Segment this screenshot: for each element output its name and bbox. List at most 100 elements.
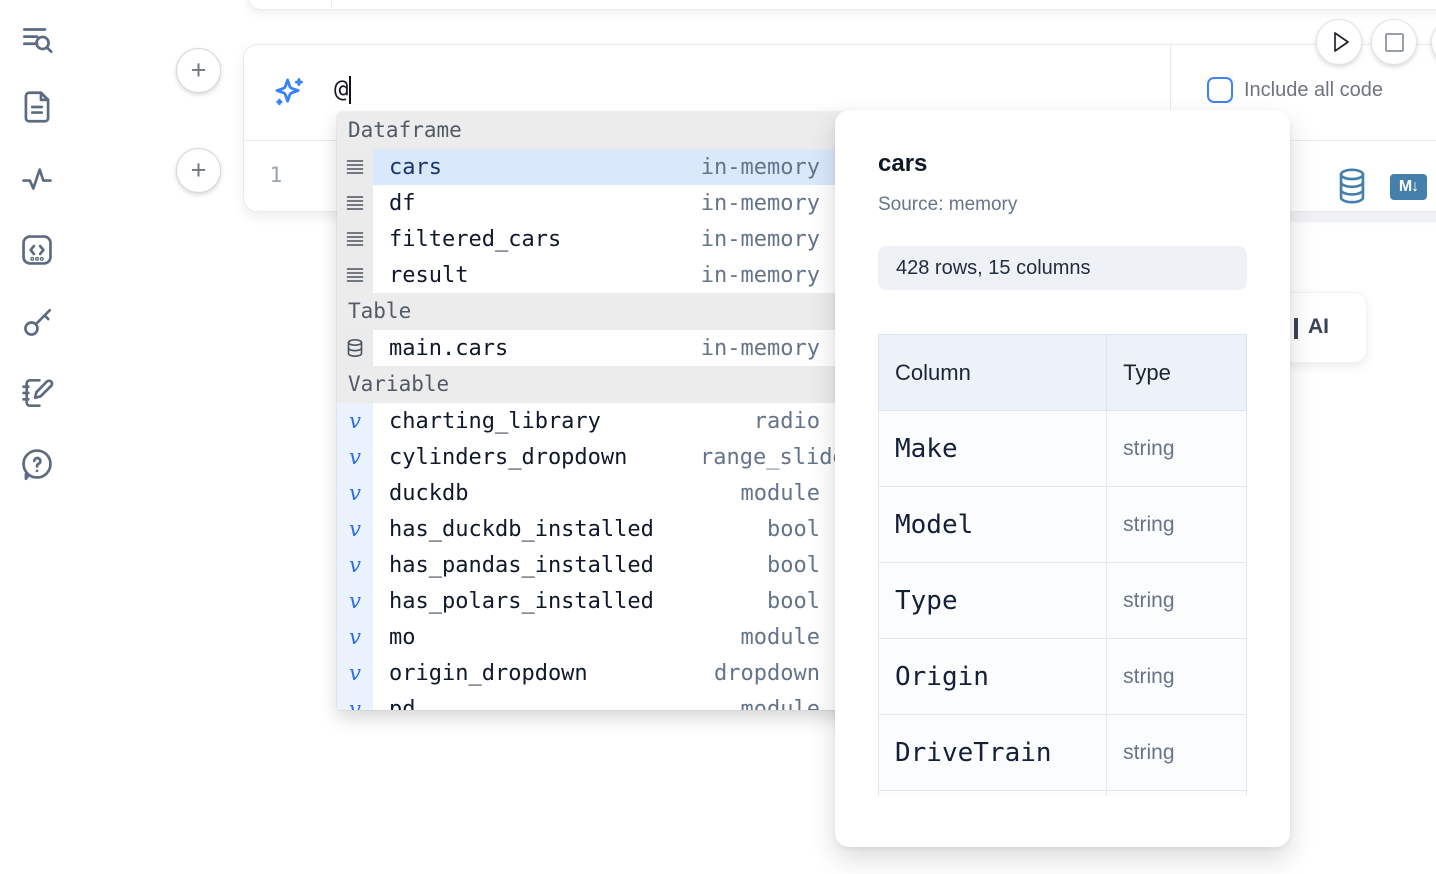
database-icon xyxy=(337,330,373,366)
item-type: module xyxy=(740,480,820,506)
item-name: charting_library xyxy=(389,408,601,434)
autocomplete-item-body: mo module xyxy=(373,619,860,655)
add-cell-above-button[interactable]: + xyxy=(176,48,221,93)
column-type-cell xyxy=(1106,790,1247,796)
variable-v-icon: v xyxy=(337,547,373,583)
sparkles-icon xyxy=(272,75,306,109)
code-box-icon[interactable] xyxy=(18,231,56,269)
item-name: filtered_cars xyxy=(389,226,562,252)
chat-question-icon[interactable] xyxy=(18,445,56,483)
item-name: cylinders_dropdown xyxy=(389,444,628,470)
run-cell-button[interactable] xyxy=(1316,19,1362,65)
divider xyxy=(331,0,332,8)
autocomplete-item-origin_dropdown[interactable]: v origin_dropdown dropdown xyxy=(337,655,860,691)
item-type: in-memory xyxy=(700,226,820,252)
file-document-icon[interactable] xyxy=(18,88,56,126)
autocomplete-item-body: duckdb module xyxy=(373,475,860,511)
autocomplete-section-header: Table xyxy=(337,293,860,330)
item-name: duckdb xyxy=(389,480,469,506)
autocomplete-item-cars[interactable]: cars in-memory xyxy=(337,149,860,185)
item-name: mo xyxy=(389,624,416,650)
ai-button-label: AI xyxy=(1308,315,1329,338)
item-type: in-memory xyxy=(700,190,820,216)
column-type-cell: string xyxy=(1106,638,1247,715)
previous-cell xyxy=(247,0,1436,10)
include-all-code-checkbox[interactable] xyxy=(1207,77,1233,103)
dataframe-rows-icon xyxy=(337,149,373,185)
column-name-cell: Type xyxy=(878,562,1108,639)
code-editor[interactable]: 1 M↓ xyxy=(244,141,1436,212)
notebook-edit-icon[interactable] xyxy=(18,374,56,412)
item-name: cars xyxy=(389,154,442,180)
variable-v-icon: v xyxy=(337,583,373,619)
dataframe-preview-popup: cars Source: memory 428 rows, 15 columns… xyxy=(835,110,1290,847)
item-type: dropdown xyxy=(714,660,820,686)
item-type: in-memory xyxy=(700,262,820,288)
column-type-cell: string xyxy=(1106,410,1247,487)
prompt-value: @ xyxy=(334,75,349,103)
autocomplete-item-body: cylinders_dropdown range_slider xyxy=(373,439,860,475)
helper-sidebar xyxy=(0,0,72,874)
preview-title: cars xyxy=(878,150,928,177)
ai-prompt-input[interactable]: @ xyxy=(334,75,352,104)
autocomplete-item-body: has_duckdb_installed bool xyxy=(373,511,860,547)
variable-v-icon: v xyxy=(337,475,373,511)
preview-table-header-column: Column xyxy=(878,334,1108,411)
column-name-cell: Origin xyxy=(878,638,1108,715)
column-name-cell: DriveTrain xyxy=(878,714,1108,791)
item-type: range_slider xyxy=(700,444,859,470)
variable-v-icon: v xyxy=(337,403,373,439)
key-icon[interactable] xyxy=(18,304,56,342)
item-name: origin_dropdown xyxy=(389,660,588,686)
item-type: bool xyxy=(767,516,820,542)
markdown-convert-icon[interactable]: M↓ xyxy=(1390,174,1427,200)
autocomplete-section-header: Variable xyxy=(337,366,860,403)
activity-pulse-icon[interactable] xyxy=(18,160,56,198)
column-type-cell: string xyxy=(1106,562,1247,639)
divider xyxy=(1170,45,1171,140)
database-icon[interactable] xyxy=(1337,167,1367,205)
item-type: in-memory xyxy=(700,154,820,180)
preview-shape-badge: 428 rows, 15 columns xyxy=(878,246,1247,290)
item-name: has_duckdb_installed xyxy=(389,516,654,542)
autocomplete-section-header: Dataframe xyxy=(337,112,860,149)
variable-v-icon: v xyxy=(337,619,373,655)
autocomplete-item-body: cars in-memory xyxy=(373,149,860,185)
item-type: bool xyxy=(767,552,820,578)
column-type-cell: string xyxy=(1106,714,1247,791)
add-cell-below-button[interactable]: + xyxy=(176,148,221,193)
text-cursor xyxy=(349,76,352,104)
variable-v-icon: v xyxy=(337,655,373,691)
item-type: module xyxy=(740,624,820,650)
stop-button[interactable] xyxy=(1371,19,1417,65)
list-search-icon[interactable] xyxy=(18,20,56,58)
dataframe-rows-icon xyxy=(337,257,373,293)
autocomplete-item-filtered_cars[interactable]: filtered_cars in-memory xyxy=(337,221,860,257)
